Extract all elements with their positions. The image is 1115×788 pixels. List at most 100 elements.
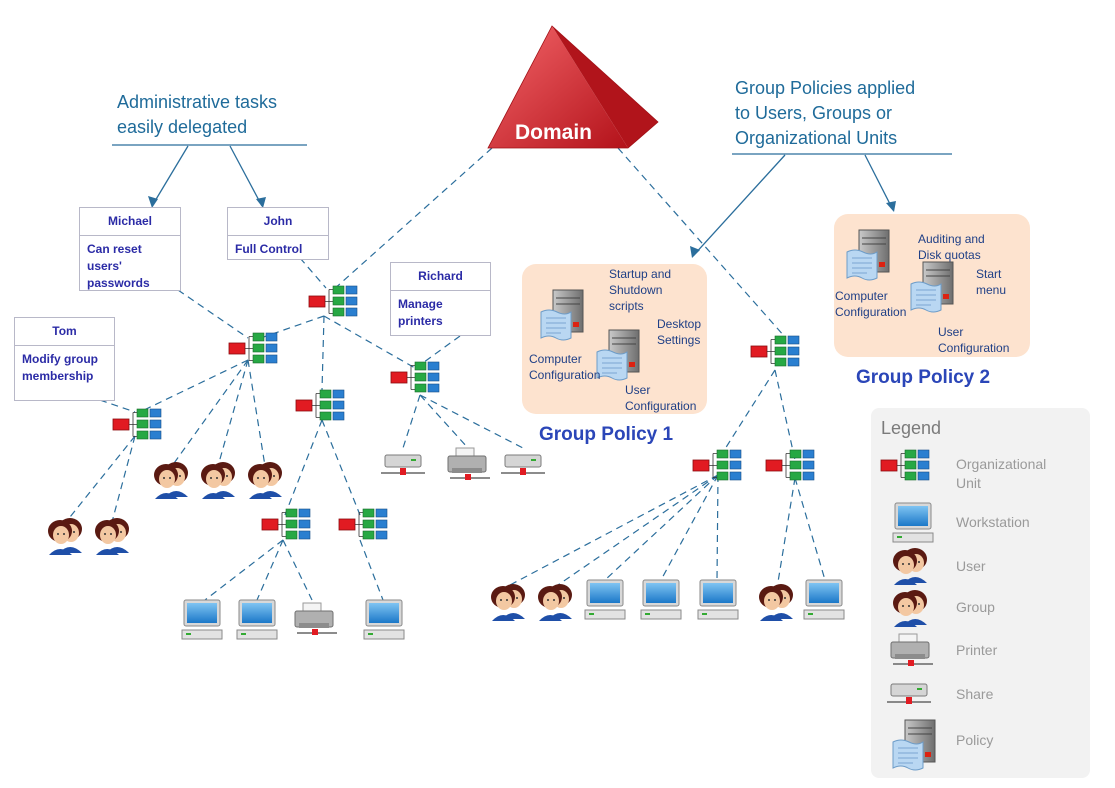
policy-icon[interactable] xyxy=(597,330,639,380)
gp-label-line: Settings xyxy=(657,333,701,347)
share-icon xyxy=(886,683,932,705)
gp-label-line: menu xyxy=(976,283,1007,297)
organizational-unit-icon[interactable] xyxy=(390,361,440,393)
group-policy-1-box[interactable]: Startup and Shutdown scripts Desktop Set… xyxy=(522,264,707,414)
policies-callout: Group Policies applied to Users, Groups … xyxy=(735,76,915,151)
legend: Legend Organizational Unit Workstation U… xyxy=(871,408,1090,778)
legend-item-user: User xyxy=(956,558,986,574)
domain-label: Domain xyxy=(515,121,593,144)
card-desc: Full Control xyxy=(228,236,328,263)
share-icon[interactable] xyxy=(500,454,546,476)
legend-item-workstation: Workstation xyxy=(956,514,1030,530)
organizational-unit-icon[interactable] xyxy=(295,389,345,421)
gp-label-line: Startup and xyxy=(609,267,672,281)
group-icon[interactable] xyxy=(154,462,188,499)
organizational-unit-icon[interactable] xyxy=(308,285,358,317)
callout-line: Administrative tasks xyxy=(117,92,278,112)
gp-label-line: Computer xyxy=(835,289,888,303)
group-icon[interactable] xyxy=(759,584,793,621)
card-desc-line: Full Control xyxy=(235,242,303,256)
gp-label-line: Auditing and xyxy=(918,232,985,246)
domain-pyramid-icon xyxy=(487,25,659,149)
card-name: Michael xyxy=(80,208,180,236)
gp-label-line: Disk quotas xyxy=(918,248,981,262)
organizational-unit-icon[interactable] xyxy=(112,408,162,440)
callout-arrows xyxy=(112,144,952,257)
organizational-unit-icon[interactable] xyxy=(228,332,278,364)
printer-icon[interactable] xyxy=(447,447,491,481)
card-name: Tom xyxy=(15,318,114,346)
card-desc-line: passwords xyxy=(87,276,150,290)
gp-label-line: Configuration xyxy=(938,341,1010,355)
group-icon[interactable] xyxy=(95,518,129,555)
admin-callout: Administrative tasks easily delegated xyxy=(117,90,277,140)
callout-line: Organizational Units xyxy=(735,128,898,148)
legend-label-line: Organizational xyxy=(956,456,1047,472)
auditing-label: Auditing and Disk quotas xyxy=(918,231,985,263)
user-config-label: User Configuration xyxy=(625,382,696,414)
computer-config-label: Computer Configuration xyxy=(835,288,906,320)
card-name: John xyxy=(228,208,328,236)
michael-card[interactable]: Michael Can reset users' passwords xyxy=(79,207,181,291)
workstation-icon[interactable] xyxy=(640,579,682,620)
legend-title: Legend xyxy=(881,418,942,438)
gp-label-line: Configuration xyxy=(835,305,907,319)
richard-card[interactable]: Richard Manage printers xyxy=(390,262,491,336)
card-desc: Manage printers xyxy=(391,291,490,335)
organizational-unit-icon xyxy=(880,449,930,481)
group-icon[interactable] xyxy=(491,584,525,621)
workstation-icon[interactable] xyxy=(363,599,405,640)
workstation-icon[interactable] xyxy=(236,599,278,640)
callout-line: easily delegated xyxy=(117,117,248,137)
workstation-icon[interactable] xyxy=(803,579,845,620)
group-icon[interactable] xyxy=(538,584,572,621)
organizational-unit-icon[interactable] xyxy=(261,508,311,540)
group-policy-2-title: Group Policy 2 xyxy=(856,367,991,388)
policy-icon[interactable] xyxy=(911,262,953,312)
desktop-label: Desktop Settings xyxy=(657,316,701,348)
gp-label-line: Start xyxy=(976,267,1002,281)
callout-line: Group Policies applied xyxy=(735,78,916,98)
tom-card[interactable]: Tom Modify group membership xyxy=(14,317,115,401)
group-icon[interactable] xyxy=(48,518,82,555)
john-card[interactable]: John Full Control xyxy=(227,207,329,260)
organizational-unit-icon[interactable] xyxy=(765,449,815,481)
gp-label-line: User xyxy=(938,325,964,339)
card-desc-line: Can reset users' xyxy=(87,242,142,273)
legend-item-printer: Printer xyxy=(956,642,998,658)
gp-label-line: Shutdown xyxy=(609,283,663,297)
legend-item-share: Share xyxy=(956,686,994,702)
start-menu-label: Start menu xyxy=(976,266,1006,298)
share-icon[interactable] xyxy=(380,454,426,476)
group-icon[interactable] xyxy=(201,462,235,499)
organizational-unit-icon[interactable] xyxy=(750,335,800,367)
arrow-heads xyxy=(148,196,896,258)
card-desc: Can reset users' passwords xyxy=(80,236,180,297)
organizational-unit-icon[interactable] xyxy=(338,508,388,540)
legend-item-policy: Policy xyxy=(956,732,994,748)
card-name: Richard xyxy=(391,263,490,291)
policy-icon[interactable] xyxy=(847,230,889,280)
policy-icon[interactable] xyxy=(541,290,583,340)
printer-icon xyxy=(890,633,934,667)
gp-label-line: Configuration xyxy=(625,399,697,413)
card-desc-line: Manage xyxy=(398,297,443,311)
legend-item-group: Group xyxy=(956,599,995,615)
card-desc-line: membership xyxy=(22,369,94,383)
organizational-unit-icon[interactable] xyxy=(692,449,742,481)
user-icon xyxy=(893,548,927,585)
callout-line: to Users, Groups or xyxy=(735,103,893,123)
gp-label-line: User xyxy=(625,383,651,397)
printer-icon[interactable] xyxy=(294,602,338,636)
group-icon[interactable] xyxy=(248,462,282,499)
legend-label-line: Unit xyxy=(956,475,981,491)
group-icon xyxy=(893,590,927,627)
card-desc: Modify group membership xyxy=(15,346,114,390)
workstation-icon[interactable] xyxy=(181,599,223,640)
workstation-icon[interactable] xyxy=(697,579,739,620)
gp-label-line: scripts xyxy=(609,299,644,313)
workstation-icon[interactable] xyxy=(584,579,626,620)
group-policy-2-box[interactable]: Auditing and Disk quotas Start menu Comp… xyxy=(834,214,1030,357)
user-config-label: User Configuration xyxy=(938,324,1009,356)
